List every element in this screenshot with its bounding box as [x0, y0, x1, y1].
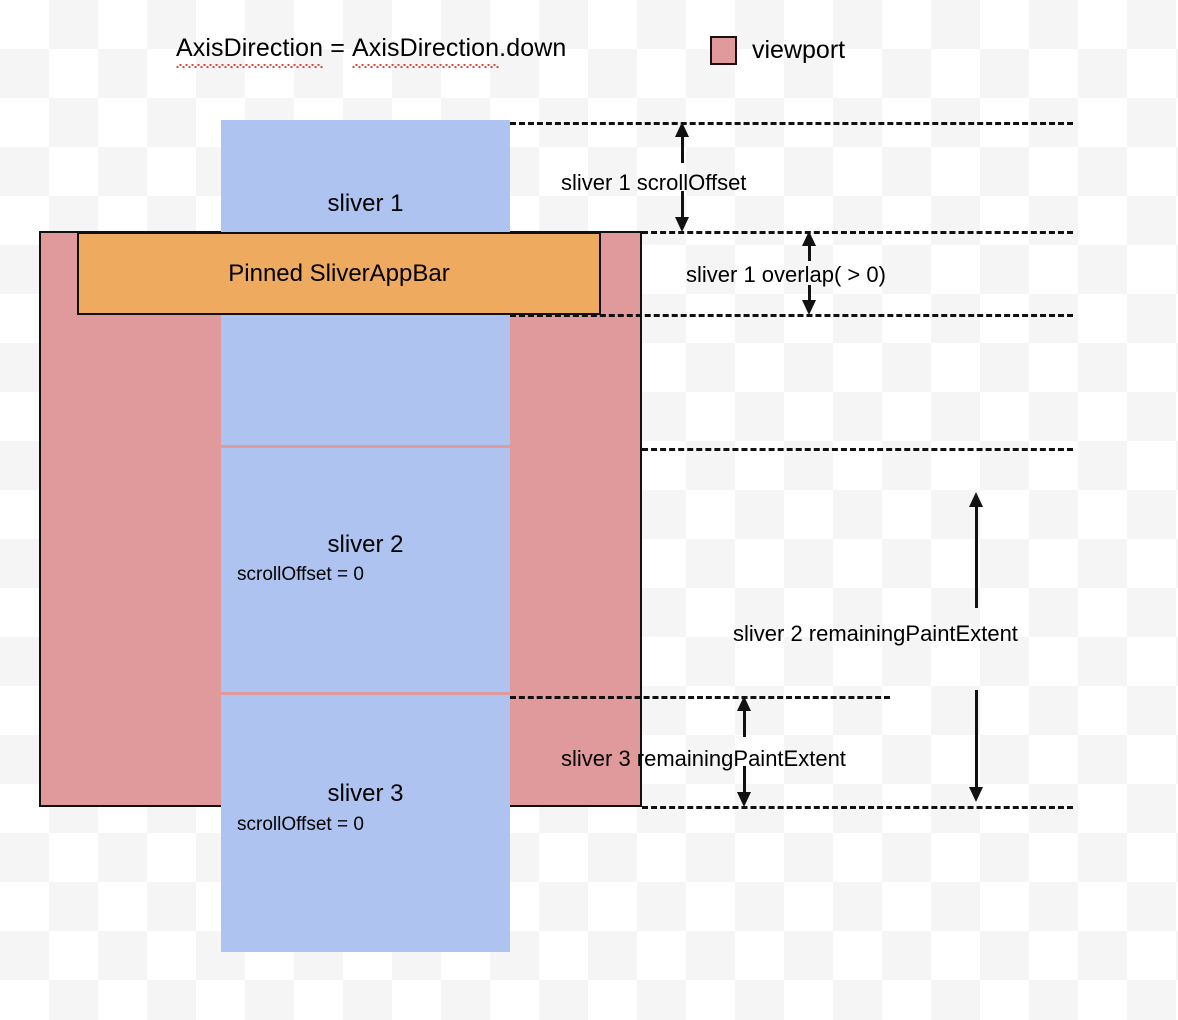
arrow-shaft-upper — [681, 134, 684, 163]
annotation-sliver-2-remainingpaintextent: sliver 2 remainingPaintExtent — [733, 621, 1018, 646]
arrow-shaft-lower — [743, 766, 746, 795]
arrow-head-down-icon — [737, 792, 751, 807]
guide-line-sliver3-top — [510, 696, 890, 699]
arrow-shaft-upper — [975, 504, 978, 608]
arrow-head-up-icon — [737, 696, 751, 711]
sliver-2-title: sliver 2 — [327, 531, 404, 558]
arrow-sliver-3-remainingpaintextent — [737, 696, 751, 807]
legend-label-viewport: viewport — [752, 36, 846, 64]
arrow-head-down-icon — [969, 787, 983, 802]
page-title: AxisDirection = AxisDirection.down — [176, 34, 567, 68]
arrow-shaft-upper — [808, 243, 811, 261]
sliver-column — [221, 120, 510, 952]
guide-line-bottom — [642, 806, 1073, 809]
arrow-sliver-2-remainingpaintextent — [969, 492, 983, 806]
annotation-sliver-1-overlap: sliver 1 overlap( > 0) — [686, 262, 886, 287]
sliver-3-title: sliver 3 — [327, 780, 404, 807]
title-value-suffix: .down — [499, 34, 567, 62]
viewport-swatch-icon — [710, 36, 737, 65]
pinned-sliver-appbar-label: Pinned SliverAppBar — [228, 259, 450, 287]
title-value-axisdirection: AxisDirection — [351, 34, 500, 68]
arrow-head-up-icon — [969, 492, 983, 507]
arrow-sliver-1-scrolloffset — [675, 122, 689, 232]
guide-line-scrolloffset-bottom — [642, 231, 1073, 234]
sliver-3-subtitle: scrollOffset = 0 — [237, 814, 364, 835]
arrow-shaft-upper — [743, 708, 746, 737]
arrow-shaft-lower — [681, 191, 684, 220]
sliver-block-3 — [221, 695, 510, 952]
guide-line-sliver2-top — [642, 448, 1073, 451]
annotation-sliver-3-remainingpaintextent: sliver 3 remainingPaintExtent — [561, 746, 846, 771]
arrow-head-down-icon — [802, 300, 816, 315]
sliver-2-subtitle: scrollOffset = 0 — [237, 564, 364, 585]
title-term-axisdirection: AxisDirection — [176, 34, 324, 68]
arrow-sliver-1-overlap — [802, 231, 816, 315]
arrow-head-up-icon — [675, 122, 689, 137]
arrow-head-up-icon — [802, 231, 816, 246]
annotation-sliver-1-scrolloffset: sliver 1 scrollOffset — [561, 170, 747, 195]
pinned-sliver-appbar: Pinned SliverAppBar — [77, 232, 601, 315]
sliver-1-title: sliver 1 — [327, 190, 404, 217]
arrow-shaft-lower — [975, 690, 978, 790]
sliver-block-2 — [221, 448, 510, 692]
title-equals: = — [323, 34, 352, 62]
arrow-head-down-icon — [675, 217, 689, 232]
guide-line-top — [510, 122, 1073, 125]
guide-line-overlap-bottom — [510, 314, 1073, 317]
legend: viewport — [710, 36, 845, 65]
arrow-shaft-lower — [808, 285, 811, 303]
